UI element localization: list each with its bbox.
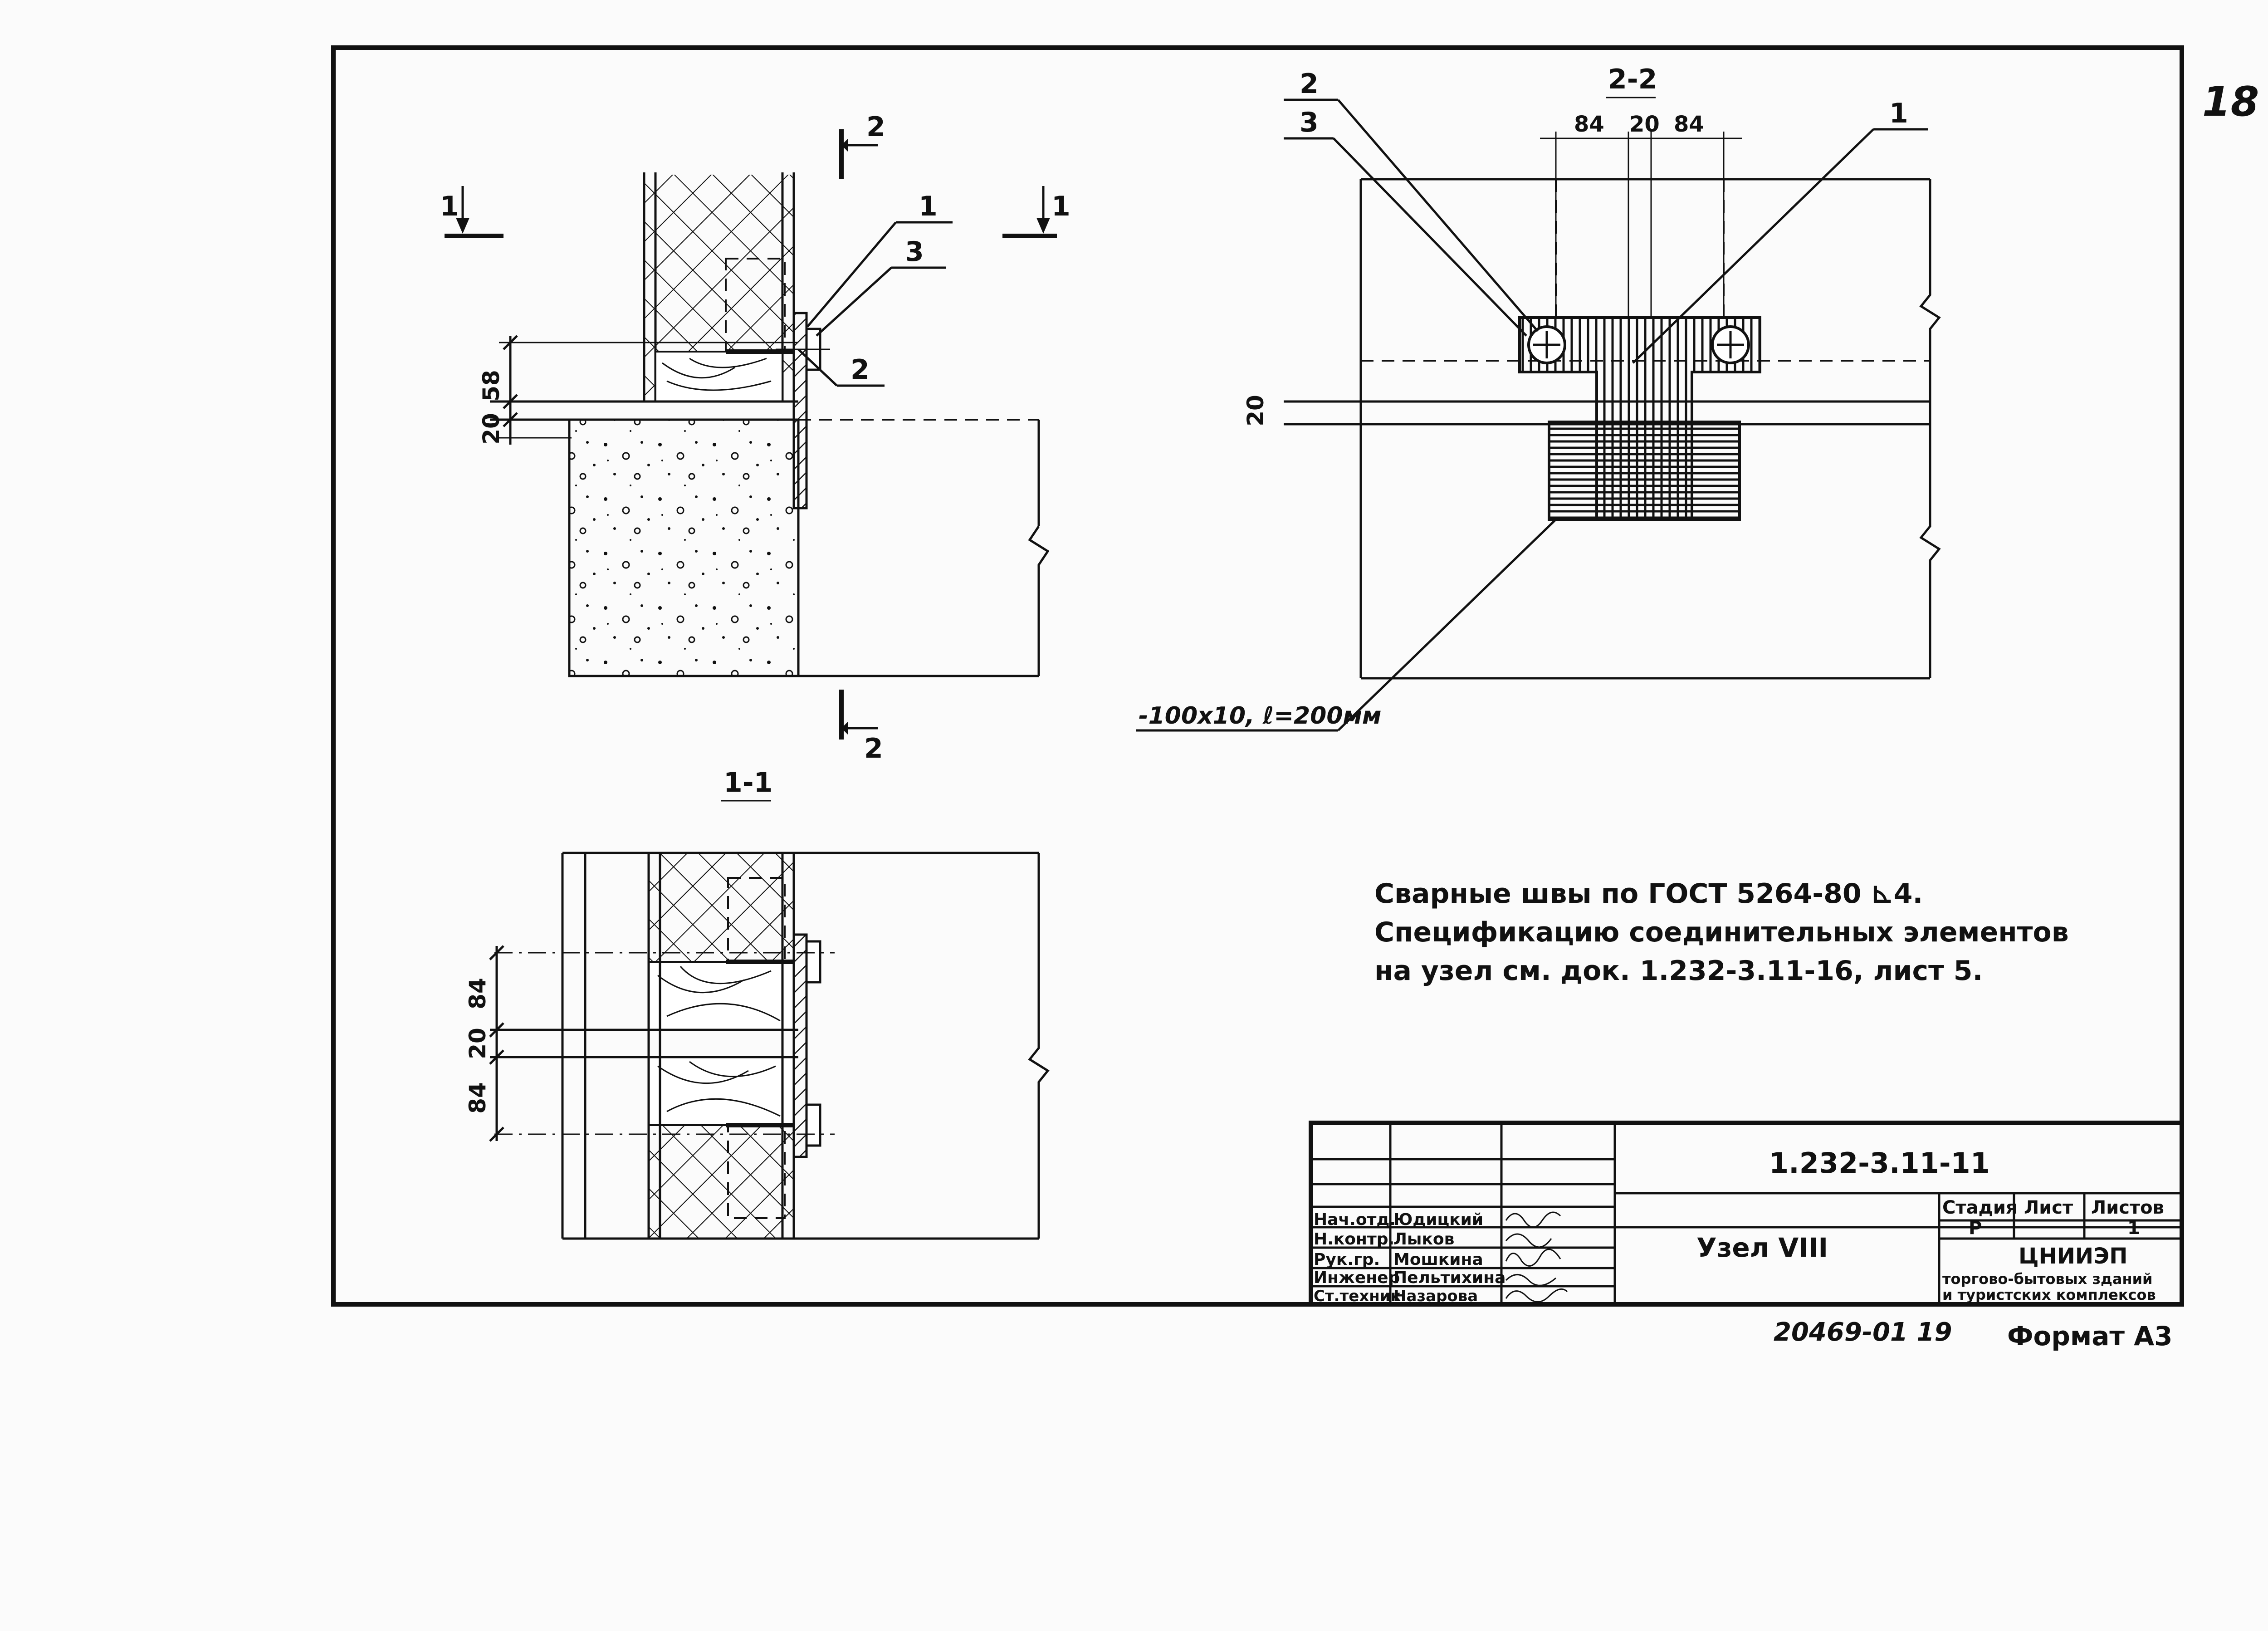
section-1-1-view: 1-1 84 [464,767,1050,1240]
sig-name-5: Назарова [1393,1287,1478,1305]
note-line-3: на узел см. док. 1.232-3.11-16, лист 5. [1374,955,1983,987]
callout-1-section: 1 [1889,98,1908,129]
sheet-number: 18 [2202,78,2259,126]
dim-84-right: 84 [1674,112,1704,137]
section-2-2-view: 2-2 84 20 84 20 2 3 [1136,64,1941,732]
cut-1-right-label: 1 [1051,191,1070,222]
insulation-panel-upper [649,853,794,962]
organization: ЦНИИЭП [2019,1244,2127,1269]
sig-role-1: Нач.отд. [1314,1210,1396,1229]
sig-role-5: Ст.техник [1314,1287,1401,1305]
col-sheet: Лист [2024,1197,2073,1218]
dim-20-top: 20 [1629,112,1660,137]
dim-84-lower: 84 [464,1082,491,1114]
callout-2-elevation: 2 [850,354,870,386]
section-1-1-title: 1-1 [723,767,772,798]
col-stage: Стадия [1942,1197,2018,1218]
sig-role-2: Н.контр. [1314,1230,1394,1249]
stage-value: Р [1969,1218,1982,1239]
elevation-view: 58 20 1 1 2 2 1 3 2 [440,111,1070,764]
sig-name-4: Пельтихина [1393,1269,1505,1287]
dim-20-section: 20 [1242,395,1269,426]
dim-84-left: 84 [1574,112,1604,137]
sig-role-4: Инженер [1314,1269,1400,1287]
callout-3-elevation: 3 [905,236,924,268]
col-sheets: Листов [2091,1197,2164,1218]
dim-20-elevation: 20 [478,413,504,445]
cut-2-top-label: 2 [866,111,885,143]
callout-1-elevation: 1 [919,191,938,222]
sig-name-1: Юдицкий [1393,1210,1483,1229]
drawing-title: Узел VIII [1696,1232,1828,1263]
organization-sub-2: и туристских комплексов [1942,1286,2156,1303]
dim-58: 58 [478,370,504,402]
signature-marks [1505,1211,1568,1303]
organization-sub-1: торгово-бытовых зданий [1942,1270,2152,1288]
callout-3-section: 3 [1300,107,1319,138]
title-block: 1.232-3.11-11 Узел VIII Стадия Лист Лист… [1309,1121,2184,1307]
steel-plate-1-1 [792,933,808,1158]
cut-1-left-label: 1 [440,191,459,222]
sig-name-3: Мошкина [1393,1250,1483,1269]
archive-number: 20469-01 19 [1774,1318,1952,1347]
format-label: Формат А3 [2007,1321,2172,1352]
sig-name-2: Лыков [1393,1230,1454,1249]
dim-84-upper: 84 [464,978,491,1009]
drawing-frame [331,45,2184,1307]
insulation-panel-lower [649,1125,794,1239]
notes-block: Сварные швы по ГОСТ 5264-80 ⊾4. Специфик… [1374,878,2069,987]
cut-2-bottom-label: 2 [864,733,883,764]
callout-2-section: 2 [1300,68,1319,100]
note-line-2: Спецификацию соединительных элементов [1374,916,2069,948]
sig-role-3: Рук.гр. [1314,1250,1380,1269]
plate-spec: -100x10, ℓ=200мм [1139,702,1382,730]
section-2-2-title: 2-2 [1608,64,1657,95]
note-line-1: Сварные швы по ГОСТ 5264-80 ⊾4. [1374,878,1923,910]
dim-20-1-1: 20 [464,1028,491,1059]
document-code: 1.232-3.11-11 [1769,1146,1990,1180]
steel-plate [792,312,808,509]
sheets-value: 1 [2127,1218,2140,1239]
concrete-block [568,418,800,677]
